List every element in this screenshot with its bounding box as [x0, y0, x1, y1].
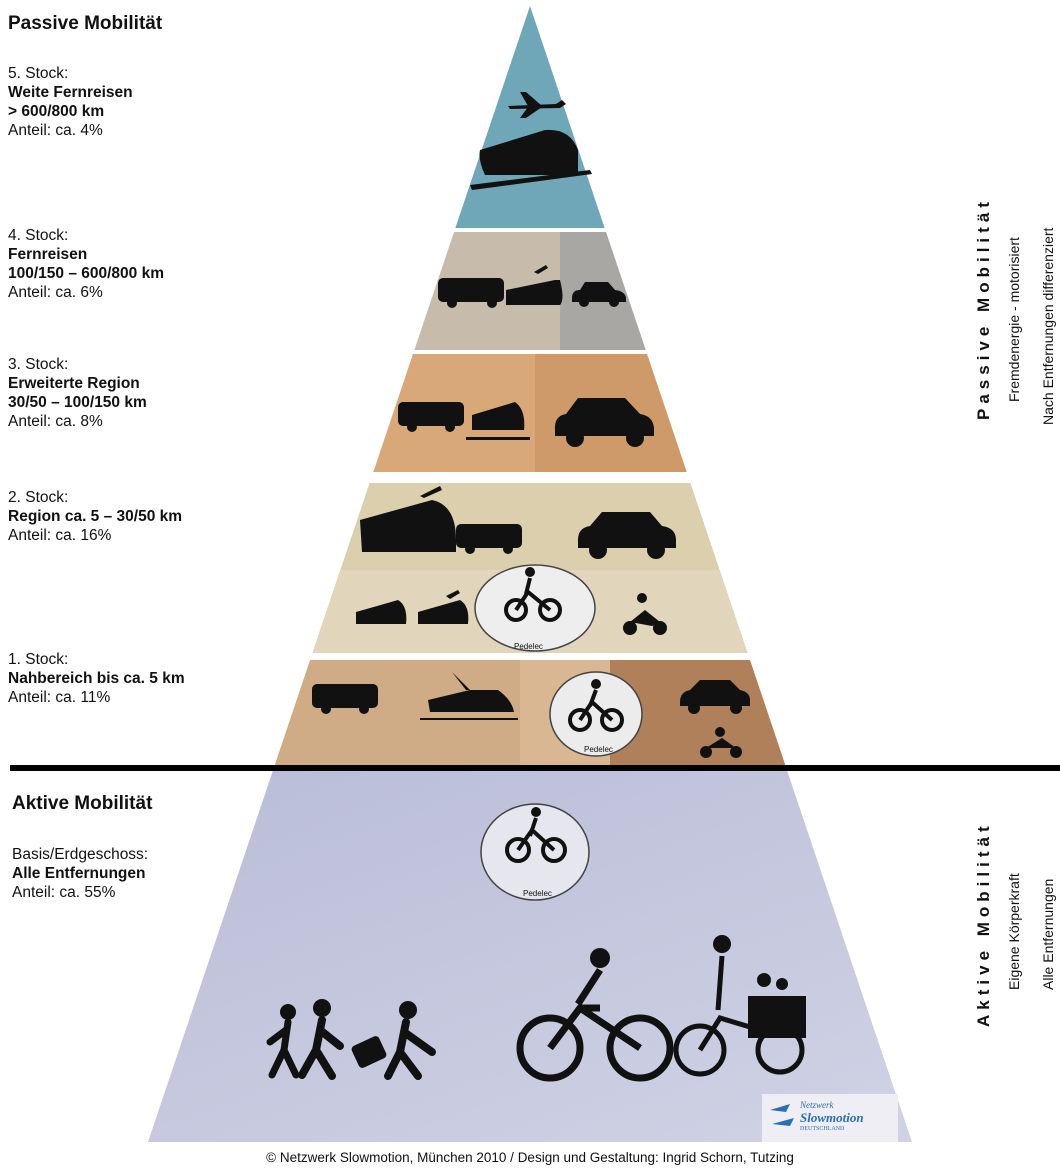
level-4-range: 100/150 – 600/800 km — [8, 265, 164, 282]
level-3-share: Anteil: ca. 8% — [8, 413, 103, 430]
pedelec-oval — [549, 671, 643, 757]
passive-side-line-2: Nach Entfernungen differenziert — [1040, 227, 1056, 425]
pedelec-oval — [480, 803, 590, 901]
cargo-bike-with-children-icon — [673, 935, 806, 1077]
base-stock: Basis/Erdgeschoss: — [12, 846, 149, 863]
copyright-credit: © Netzwerk Slowmotion, München 2010 / De… — [266, 1150, 794, 1165]
level-3-band — [148, 354, 912, 472]
logo-line-2: Slowmotion — [800, 1110, 864, 1125]
passive-side-line-1: Fremdenergie - motorisiert — [1006, 237, 1022, 402]
high-speed-train-icon — [470, 129, 592, 190]
motorcycle-icon — [623, 593, 667, 635]
pedelec-icon — [504, 567, 562, 622]
pedelec-icon — [568, 679, 624, 732]
bus-icon — [438, 278, 504, 308]
active-mobility-title: Aktive Mobilität — [12, 793, 153, 814]
pedelec-label: Pedelec — [584, 745, 613, 754]
pedelec-label: Pedelec — [523, 889, 552, 898]
level-5-range: > 600/800 km — [8, 103, 105, 120]
level-5-share: Anteil: ca. 4% — [8, 122, 103, 139]
motorcycle-icon — [700, 727, 742, 758]
airplane-icon — [508, 92, 566, 118]
level-3-range: 30/50 – 100/150 km — [8, 394, 147, 411]
car-icon — [577, 512, 676, 559]
level-3-text: 3. Stock: Erweiterte Region 30/50 – 100/… — [8, 355, 147, 431]
level-2-stock: 2. Stock: — [8, 489, 69, 506]
active-side-line-2: Alle Entfernungen — [1040, 878, 1056, 990]
level-1-name: Nahbereich bis ca. 5 km — [8, 670, 185, 687]
level-4-share: Anteil: ca. 6% — [8, 284, 103, 301]
car-icon — [554, 398, 654, 447]
pedelec-oval — [474, 564, 596, 652]
cyclist-icon — [516, 948, 674, 1082]
active-side-line-1: Eigene Körperkraft — [1006, 873, 1022, 990]
slowmotion-logo — [762, 1094, 898, 1142]
level-1-stock: 1. Stock: — [8, 651, 69, 668]
level-2-name: Region ca. 5 – 30/50 km — [8, 508, 183, 525]
active-side-title: Aktive Mobilität — [974, 821, 993, 1027]
walking-people-icon — [266, 999, 344, 1080]
tram-icon — [420, 672, 518, 720]
bus-icon — [312, 684, 378, 714]
train-icon — [506, 265, 563, 305]
traveler-with-suitcase-icon — [351, 1001, 436, 1080]
level-5-stock: 5. Stock: — [8, 65, 69, 82]
passive-side-title: Passive Mobilität — [974, 197, 993, 420]
train-icon — [418, 590, 469, 624]
level-1-text: 1. Stock: Nahbereich bis ca. 5 km Anteil… — [8, 650, 185, 707]
bus-icon — [456, 524, 522, 554]
train-icon — [356, 600, 407, 624]
train-icon — [360, 486, 456, 552]
level-4-stock: 4. Stock: — [8, 227, 69, 244]
base-level-text: Basis/Erdgeschoss: Alle Entfernungen Ant… — [12, 845, 148, 902]
pedelec-icon — [505, 807, 567, 863]
level-5-text: 5. Stock: Weite Fernreisen > 600/800 km … — [8, 64, 133, 140]
train-icon — [466, 402, 530, 440]
pedelec-label: Pedelec — [514, 642, 543, 651]
car-icon — [572, 282, 626, 307]
level-1-share: Anteil: ca. 11% — [8, 689, 111, 706]
level-5-name: Weite Fernreisen — [8, 84, 133, 101]
level-3-stock: 3. Stock: — [8, 356, 69, 373]
level-4-name: Fernreisen — [8, 246, 88, 263]
bus-icon — [398, 402, 464, 432]
logo-line-3: DEUTSCHLAND — [800, 1126, 845, 1132]
level-3-name: Erweiterte Region — [8, 375, 140, 392]
slowmotion-logo-text: Netzwerk Slowmotion DEUTSCHLAND — [800, 1100, 864, 1132]
level-4-text: 4. Stock: Fernreisen 100/150 – 600/800 k… — [8, 226, 164, 302]
logo-line-1: Netzwerk — [800, 1100, 834, 1110]
car-icon — [680, 680, 750, 714]
base-name: Alle Entfernungen — [12, 865, 146, 882]
level-2-share: Anteil: ca. 16% — [8, 527, 112, 544]
level-2-text: 2. Stock: Region ca. 5 – 30/50 km Anteil… — [8, 488, 182, 545]
passive-mobility-title: Passive Mobilität — [8, 13, 163, 34]
base-share: Anteil: ca. 55% — [12, 884, 116, 901]
